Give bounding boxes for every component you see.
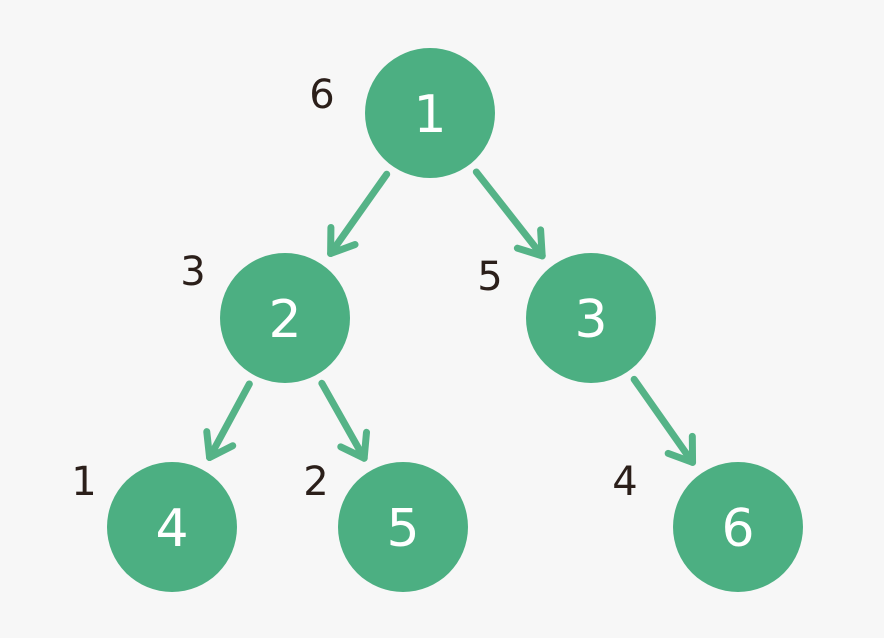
edge-arrow-n1-n3	[472, 168, 546, 260]
edge-line	[318, 379, 368, 462]
tree-node-3: 35	[477, 253, 656, 383]
node-circle	[365, 48, 495, 178]
node-label: 1	[413, 85, 446, 145]
node-order-label: 5	[477, 254, 502, 300]
tree-node-4: 41	[71, 459, 237, 592]
edge-arrow-n2-n5	[318, 379, 371, 462]
edge-line	[630, 375, 697, 466]
node-order-label: 2	[303, 459, 328, 505]
edge-line	[327, 170, 391, 258]
node-label: 3	[574, 290, 607, 350]
node-circle	[526, 253, 656, 383]
arrowhead	[513, 226, 546, 260]
edge-line	[472, 168, 546, 260]
arrowhead	[203, 428, 237, 462]
edge-arrow-n2-n4	[203, 380, 253, 462]
node-label: 2	[268, 290, 301, 350]
node-order-label: 1	[71, 459, 96, 505]
node-label: 4	[155, 499, 188, 559]
node-order-label: 6	[309, 72, 334, 118]
edge-arrow-n1-n2	[327, 170, 391, 258]
node-circle	[338, 462, 468, 592]
edges-layer	[203, 168, 697, 466]
arrowhead	[664, 432, 697, 466]
node-order-label: 3	[180, 249, 205, 295]
arrowhead	[337, 428, 371, 462]
edge-line	[206, 380, 253, 462]
node-circle	[220, 253, 350, 383]
tree-node-2: 23	[180, 249, 350, 383]
node-order-label: 4	[612, 459, 637, 505]
tree-node-6: 64	[612, 459, 803, 592]
edge-arrow-n3-n6	[630, 375, 697, 466]
node-circle	[107, 462, 237, 592]
tree-node-5: 52	[303, 459, 468, 592]
node-circle	[673, 462, 803, 592]
arrowhead	[327, 224, 359, 258]
tree-node-1: 16	[309, 48, 495, 178]
node-label: 6	[721, 499, 754, 559]
node-label: 5	[386, 499, 419, 559]
